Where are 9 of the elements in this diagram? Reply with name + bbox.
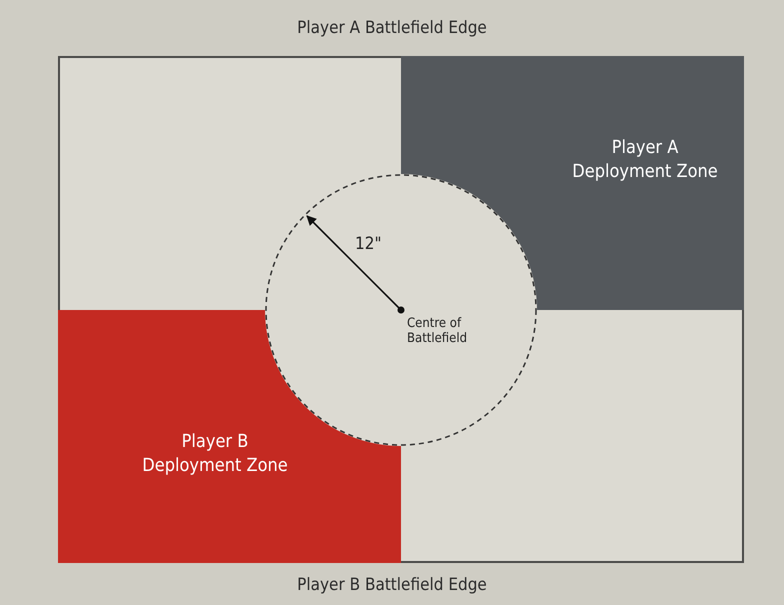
side-caption: Player B Battlefield Edge bbox=[297, 575, 487, 595]
deployment-zone bbox=[401, 56, 744, 310]
zone-label: Player A Deployment Zone bbox=[571, 136, 719, 184]
deployment-zone bbox=[58, 310, 401, 563]
centre-label: Centre of Battlefield bbox=[407, 316, 468, 346]
side-caption: Player A Battlefield Edge bbox=[297, 18, 487, 38]
dimension-label: 12" bbox=[355, 234, 382, 254]
dashed-circle bbox=[265, 174, 537, 446]
zone-label: Player B Deployment Zone bbox=[141, 430, 289, 478]
